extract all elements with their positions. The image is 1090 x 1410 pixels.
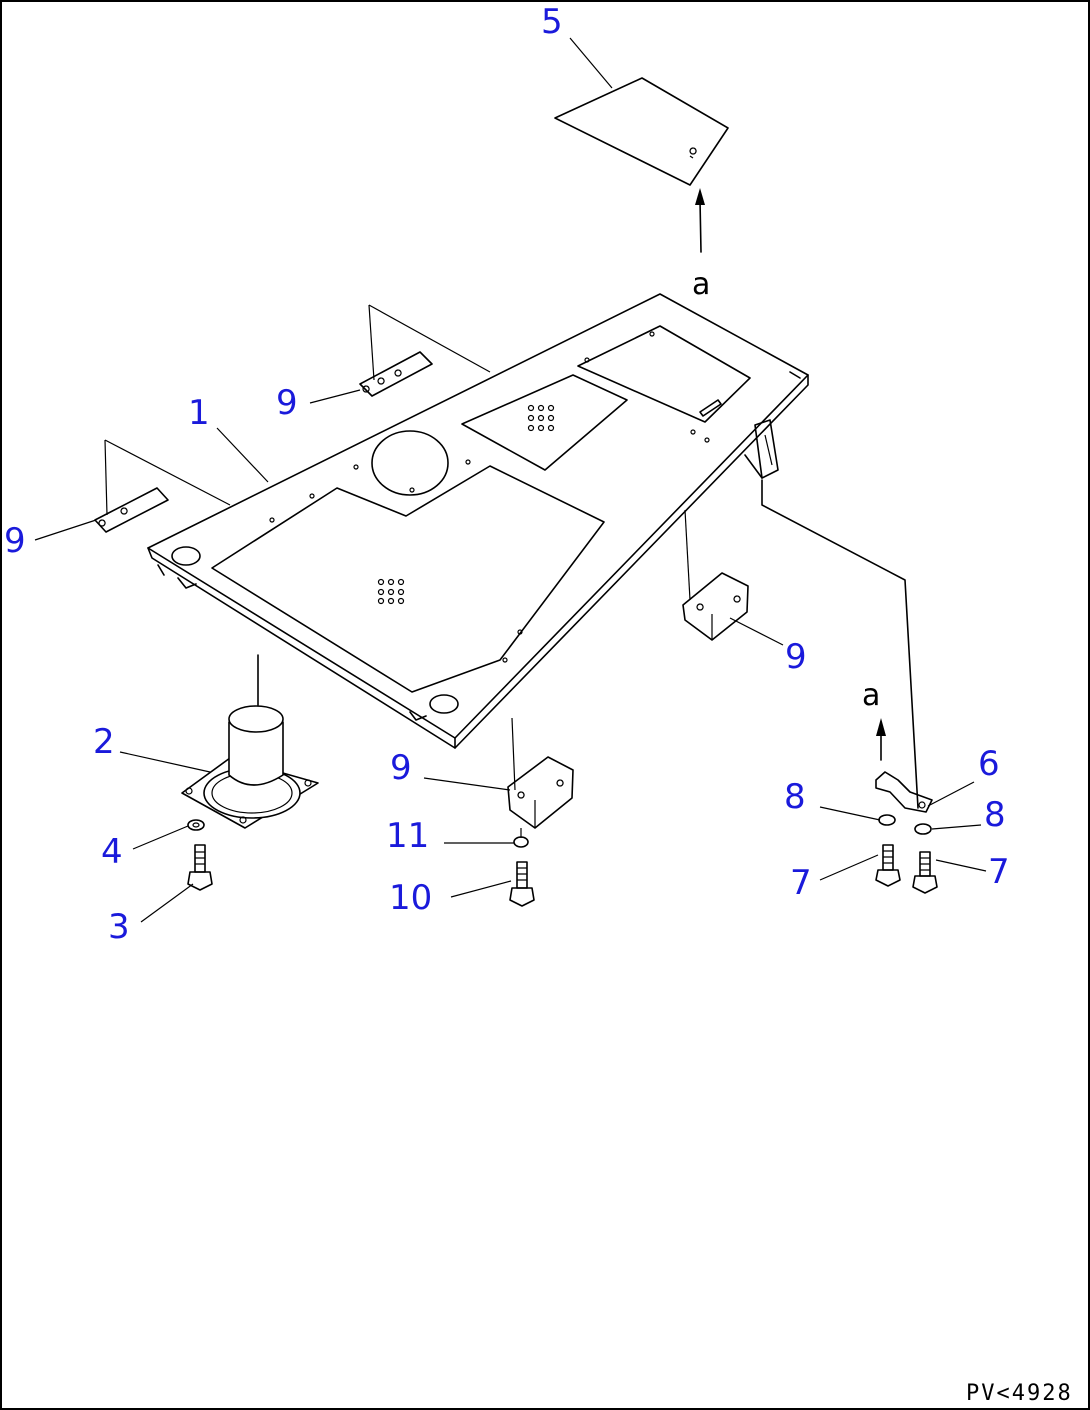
- callout-8-left: 8: [784, 777, 806, 817]
- part-9-bracket-center: [507, 717, 574, 829]
- callout-3: 3: [108, 907, 130, 947]
- rear-bracket: [744, 419, 779, 479]
- part-1-floor-frame: [147, 293, 809, 749]
- callout-8-right: 8: [984, 795, 1006, 835]
- callout-4: 4: [101, 832, 123, 872]
- part-9-bracket-left: [94, 439, 231, 533]
- part-9-bracket-top: [359, 304, 491, 397]
- part-7-bolts: [875, 844, 938, 894]
- callout-6: 6: [978, 744, 1000, 784]
- callout-9-left: 9: [4, 521, 26, 561]
- part-8-washers: [878, 814, 932, 835]
- drawing-code: PV<4928: [966, 1381, 1073, 1406]
- part-2-mount: [181, 654, 319, 829]
- part-9-bracket-right: [682, 509, 749, 641]
- callout-5: 5: [541, 2, 563, 42]
- callout-9-center: 9: [390, 748, 412, 788]
- callout-1: 1: [188, 393, 210, 433]
- callout-7-left: 7: [790, 863, 812, 903]
- callout-10: 10: [389, 878, 432, 918]
- part-4-washer: [187, 819, 205, 831]
- view-mark-top: a: [692, 267, 710, 302]
- callout-7-right: 7: [988, 852, 1010, 892]
- callout-11: 11: [386, 816, 429, 856]
- callout-2: 2: [93, 722, 115, 762]
- callout-9-top: 9: [276, 383, 298, 423]
- callout-9-right: 9: [785, 637, 807, 677]
- part-5-cover-plate: [554, 77, 729, 253]
- leader-lines: [34, 37, 987, 923]
- part-3-bolt: [187, 844, 213, 891]
- part-10-bolt: [509, 861, 535, 907]
- part-11-washer: [513, 828, 529, 848]
- callouts: 5 1 9 9 9 9 2 4 3 11 10 6 8 8 7 7: [4, 2, 1010, 947]
- view-mark-lower: a: [862, 678, 880, 713]
